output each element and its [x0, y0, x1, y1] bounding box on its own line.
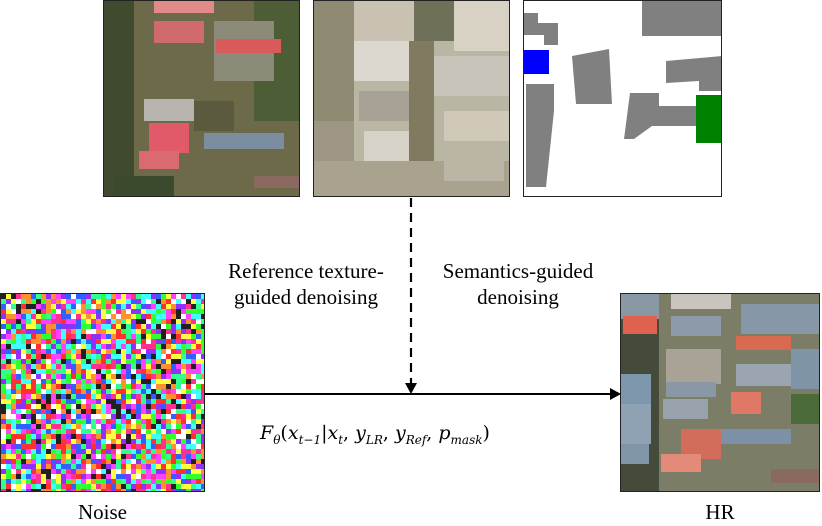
semantics-guided-label: Semantics-guided denoising — [442, 259, 594, 309]
hr-image — [620, 293, 820, 492]
noise-caption: Noise — [78, 500, 127, 524]
dashed-arrow-head — [405, 383, 417, 394]
hr-caption: HR — [705, 500, 735, 524]
reference-texture-label: Reference texture- guided denoising — [228, 259, 384, 309]
noise-image — [0, 293, 205, 492]
denoising-formula: Fθ(xt−1|xt, yLR, yRef, pmask) — [260, 422, 490, 447]
low-resolution-image — [313, 0, 510, 197]
reference-image — [103, 0, 300, 197]
semantic-mask-image — [523, 0, 722, 197]
